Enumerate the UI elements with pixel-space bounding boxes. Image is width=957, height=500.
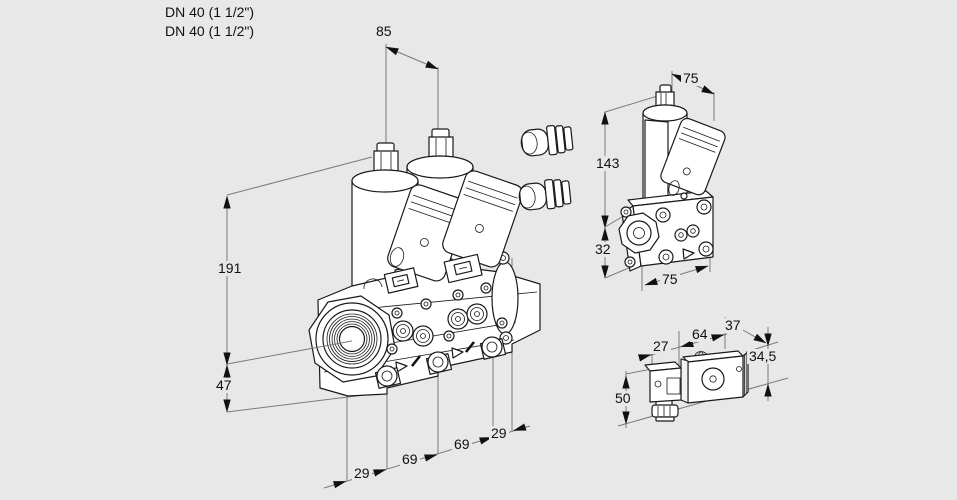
dim-side-top-width: 75 — [681, 70, 701, 86]
cable-gland-top — [520, 124, 574, 157]
terminal-box-left — [383, 267, 419, 294]
dn-label-2: DN 40 (1 1/2") — [165, 23, 255, 39]
dn-label-1: DN 40 (1 1/2") — [165, 4, 255, 20]
port-centre-extension-line — [226, 340, 353, 365]
dim-side-port-height: 32 — [593, 241, 613, 257]
dim-chain-29-right: 29 — [489, 425, 509, 441]
gland-nut — [651, 399, 679, 422]
cover-detail-oval — [389, 247, 405, 267]
dim-coil-length: 64 — [690, 326, 710, 342]
dim-chain-69-left: 69 — [400, 451, 420, 467]
terminal-box-right — [443, 253, 483, 284]
solenoid-coil-illustration — [644, 350, 749, 422]
side-valve-illustration — [618, 84, 726, 272]
main-valve-illustration — [226, 128, 541, 397]
body-fittings — [363, 264, 508, 389]
inlet-port — [308, 295, 396, 383]
dim-side-height: 143 — [594, 155, 622, 171]
dim-connector-height: 50 — [613, 390, 633, 406]
dim-coil-height: 34,5 — [747, 348, 779, 364]
dim-port-axis-height: 47 — [214, 377, 234, 393]
dim-chain-69-right: 69 — [452, 436, 472, 452]
dim-coil-end-width: 37 — [723, 317, 743, 333]
cable-gland-bottom — [518, 178, 572, 211]
side-valve-cover — [660, 117, 726, 196]
plug-connector — [644, 361, 682, 403]
dim-connector-width: 27 — [651, 338, 671, 354]
dim-side-bottom-width: 75 — [660, 271, 680, 287]
side-port — [618, 212, 660, 254]
dim-actuator-spacing: 85 — [374, 23, 394, 39]
dim-chain-29-left: 29 — [352, 465, 372, 481]
dim-overall-height: 191 — [216, 260, 244, 276]
